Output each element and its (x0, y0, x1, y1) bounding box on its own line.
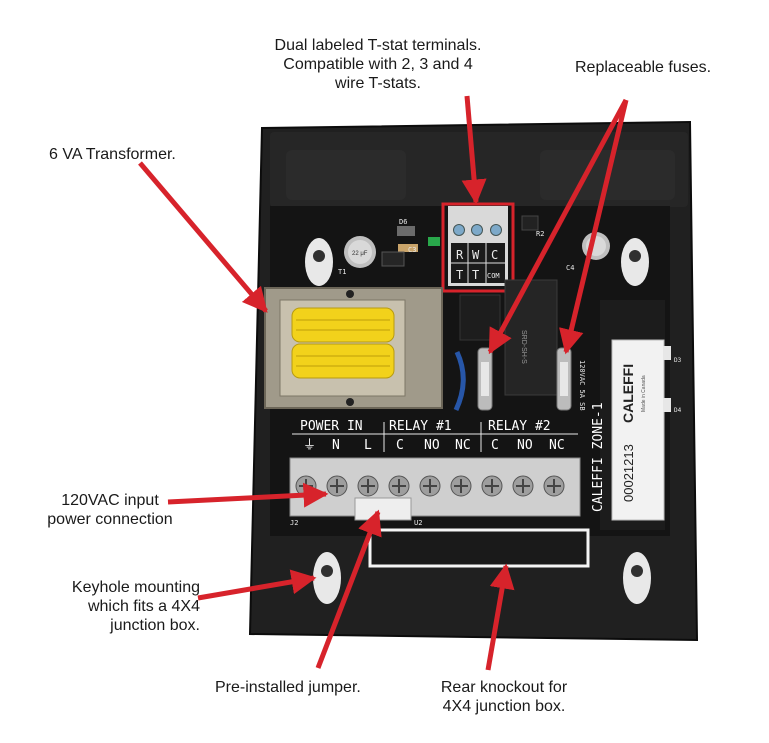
bottom-keyhole-right (623, 552, 651, 604)
arrow-fuse-2 (559, 99, 629, 355)
term-power-n: N (332, 438, 340, 453)
callout-power: 120VAC input power connection (47, 492, 173, 528)
tstat-label-w: W (472, 248, 480, 262)
ref-t1: T1 (338, 268, 346, 276)
ref-u2: U2 (414, 519, 422, 527)
product-label: CALEFFI Made in Canada 00021213 (611, 339, 665, 521)
ref-c4: C4 (566, 264, 574, 272)
term-relay1-c: C (396, 438, 404, 453)
tstat-label-c: C (491, 248, 498, 262)
arrow-knockout (485, 563, 515, 671)
arrow-fuse-1 (487, 98, 629, 355)
terminal-strip (289, 457, 581, 517)
transformer (264, 287, 443, 409)
label-serial: 00021213 (621, 444, 636, 502)
ref-d3: D3 (674, 357, 682, 364)
callout-keyhole: Keyhole mounting which fits a 4X4 juncti… (71, 579, 200, 634)
tstat-label-com: COM (487, 272, 500, 280)
capacitor-22uf: 22 μF (344, 236, 376, 268)
ref-r2: R2 (536, 230, 544, 238)
label-made: Made in Canada (641, 375, 647, 412)
ref-d4: D4 (674, 407, 682, 414)
tstat-label-t1: T (456, 268, 463, 282)
fuse-rating: 120VAC 5A SB (578, 360, 586, 411)
top-keyhole-left (305, 238, 333, 286)
jumper (354, 497, 412, 521)
ref-d6: D6 (399, 218, 407, 226)
term-relay1-nc: NC (455, 438, 471, 453)
tstat-label-r: R (456, 248, 464, 262)
callout-arrows (138, 95, 629, 671)
term-relay1-no: NO (424, 438, 440, 453)
callout-transformer: 6 VA Transformer. (49, 146, 176, 163)
term-relay2-c: C (491, 438, 499, 453)
header-power-in: POWER IN (300, 419, 363, 434)
bottom-keyhole-left (313, 552, 341, 604)
ref-c3: C3 (408, 246, 416, 254)
header-relay-2: RELAY #2 (488, 419, 551, 434)
relay: SRD-SH-S (504, 279, 558, 396)
tstat-label-t2: T (472, 268, 479, 282)
arrow-tstat (461, 95, 487, 205)
header-relay-1: RELAY #1 (389, 419, 452, 434)
term-relay2-nc: NC (549, 438, 565, 453)
arrow-jumper (315, 509, 382, 669)
rear-knockout (368, 528, 590, 568)
terminal-header-labels: POWER IN RELAY #1 RELAY #2 ⏚ N L C NO NC… (292, 419, 578, 453)
term-power-ground: ⏚ (303, 438, 316, 453)
arrow-power (167, 482, 329, 508)
arrow-transformer (138, 161, 268, 313)
ref-j2: J2 (290, 519, 298, 527)
callout-knockout: Rear knockout for 4X4 junction box. (440, 679, 568, 715)
tstat-terminal-block: R W C T T COM (448, 206, 508, 286)
callout-tstat: Dual labeled T-stat terminals. Compatibl… (274, 37, 482, 92)
svg-text:22 μF: 22 μF (352, 251, 368, 257)
arrow-keyhole (197, 569, 317, 601)
callout-fuses: Replaceable fuses. (575, 59, 712, 76)
term-relay2-no: NO (517, 438, 533, 453)
label-brand: CALEFFI (620, 364, 636, 423)
fuse-1 (477, 347, 493, 411)
term-power-l: L (364, 438, 372, 453)
svg-text:SRD-SH-S: SRD-SH-S (520, 330, 527, 364)
model-name: CALEFFI ZONE-1 (591, 402, 606, 512)
fuse-2 (556, 347, 572, 411)
callout-jumper: Pre-installed jumper. (215, 679, 361, 696)
top-keyhole-right (621, 238, 649, 286)
